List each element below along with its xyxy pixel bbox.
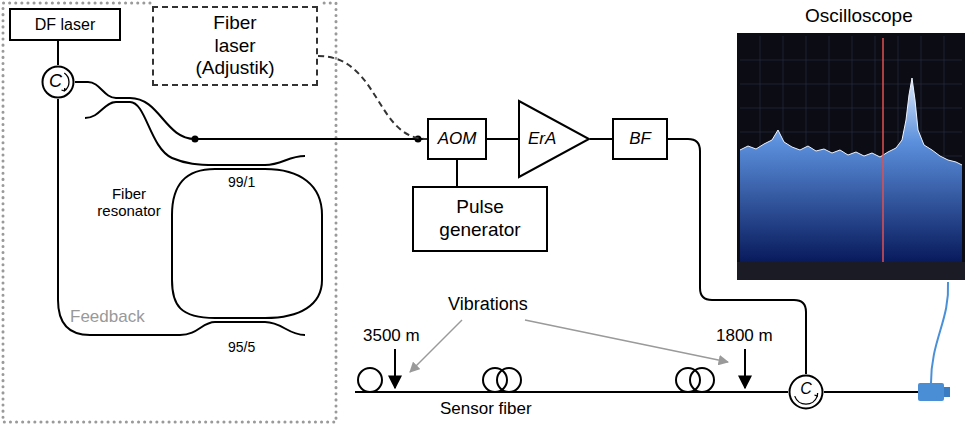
vibration-label: Vibrations [448, 294, 528, 315]
screen-footer [737, 262, 965, 280]
node-label: Pulse generator [430, 196, 530, 242]
fiber-coil [676, 368, 700, 392]
coupler-ratio: 99/1 [228, 174, 255, 190]
circulator-direction [62, 73, 69, 91]
fiber-connector [456, 160, 458, 186]
spectrum-edge [740, 78, 962, 165]
marker-line [882, 38, 884, 262]
resonator-ring [172, 169, 322, 318]
node-label: Fiber laser (Adjustik) [191, 12, 279, 80]
fiber-connector [668, 139, 806, 374]
fiber-connector [75, 82, 427, 139]
amplifier-outline [519, 101, 589, 177]
amplifier-triangle: ErA [518, 100, 590, 178]
filter-box: BF [612, 118, 668, 160]
vibration-arrow [525, 320, 728, 362]
fiber-coil [497, 368, 521, 392]
circulator-ring [43, 67, 74, 98]
node-label: DF laser [35, 15, 95, 34]
node-label: ErA [528, 129, 556, 149]
node-label: BF [629, 129, 651, 149]
generator-box: Pulse generator [412, 186, 548, 252]
node-label: C [800, 379, 812, 398]
position-arrow [394, 349, 396, 388]
instrument-label: Oscilloscope [805, 5, 913, 27]
distance-label: 1800 m [716, 326, 773, 346]
circulator: C [788, 374, 824, 410]
node-label: AOM [438, 129, 477, 149]
sensor-fiber-line [355, 391, 788, 393]
coupler-ratio: 95/5 [228, 339, 255, 355]
fiber-coil [483, 368, 507, 392]
photodetector-connector [944, 387, 950, 397]
signal-cable [931, 282, 948, 383]
coupler-fiber [85, 102, 305, 165]
fiber-connector [57, 41, 59, 65]
oscilloscope-screen [737, 33, 965, 280]
fiber-coil [690, 368, 714, 392]
node-label: C [49, 71, 62, 93]
fiber-connector [318, 56, 427, 139]
feedback-region [3, 3, 336, 422]
fiber-label: Sensor fiber [440, 399, 532, 419]
resonator-label: Fiber resonator [92, 185, 166, 220]
distance-label: 3500 m [363, 326, 420, 346]
spectrum-trace [740, 78, 962, 262]
fiber-connector [487, 138, 518, 140]
fiber-coil [358, 368, 382, 392]
circulator-ring [790, 376, 823, 409]
feedback-fiber [58, 99, 305, 335]
laser-box: DF laser [9, 8, 121, 41]
screen-grid [740, 36, 962, 262]
modulator-box: AOM [427, 118, 487, 160]
feedback-label: Feedback [70, 307, 145, 327]
detector-fiber [824, 391, 918, 393]
fiber-connector [590, 138, 612, 140]
circulator: C [41, 65, 75, 99]
optional-laser-box: Fiber laser (Adjustik) [152, 6, 318, 86]
photodetector-connector [918, 383, 944, 401]
position-arrow [744, 349, 746, 388]
